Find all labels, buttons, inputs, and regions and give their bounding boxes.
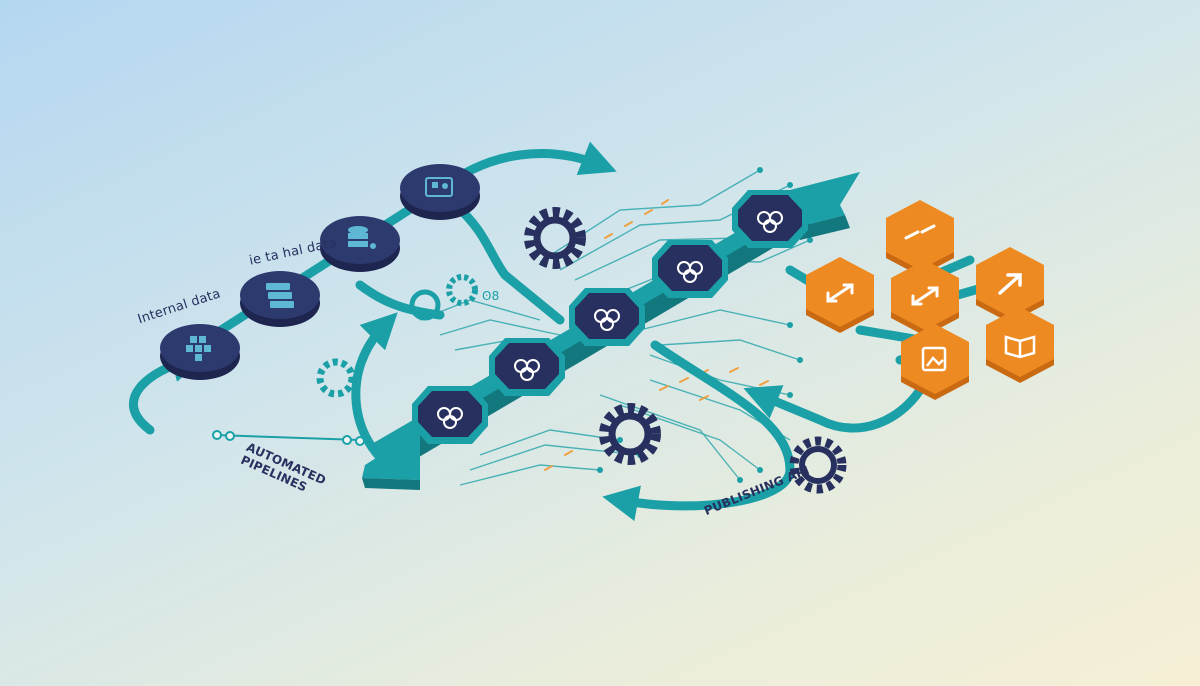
link-icon <box>594 309 620 331</box>
data-source-2 <box>240 271 320 327</box>
data-sparks <box>544 199 769 471</box>
pipeline-node-3 <box>569 288 645 346</box>
data-sources <box>160 164 480 380</box>
gear-icon <box>316 358 356 398</box>
double-arrow-icon <box>904 224 936 240</box>
database-icon <box>348 226 376 249</box>
grid-icon <box>186 336 211 361</box>
output-tile-1 <box>886 200 954 276</box>
dotted-track-left <box>212 430 365 446</box>
pipeline-node-1 <box>412 386 488 444</box>
gear-icon <box>446 274 478 306</box>
data-source-3 <box>320 216 400 272</box>
gear-icon <box>789 436 847 494</box>
pipeline-node-5 <box>732 190 808 248</box>
gear-icon <box>409 289 441 321</box>
output-tile-6 <box>986 307 1054 383</box>
data-source-1 <box>160 324 240 380</box>
arrow-up-right-icon <box>998 273 1022 295</box>
gears <box>316 207 847 494</box>
pipeline-node-2 <box>489 338 565 396</box>
stack-icon <box>266 283 294 308</box>
data-source-4 <box>400 164 480 220</box>
circuit-lines <box>419 169 811 486</box>
output-tiles <box>806 200 1054 400</box>
pipeline-node-4 <box>652 240 728 298</box>
output-tile-4 <box>976 247 1044 323</box>
label-small-marks: ʘ8 <box>482 289 500 303</box>
book-icon <box>1004 335 1036 359</box>
swap-arrow-icon <box>911 286 939 306</box>
link-icon <box>514 359 540 381</box>
output-tile-5 <box>901 324 969 400</box>
link-icon <box>757 211 783 233</box>
swap-arrow-icon <box>826 283 854 303</box>
gear-icon <box>599 403 661 465</box>
pipeline-nodes <box>412 190 808 444</box>
server-icon <box>425 177 453 197</box>
link-icon <box>677 261 703 283</box>
gear-icon <box>524 207 586 269</box>
output-tile-3 <box>891 260 959 336</box>
link-icon <box>437 407 463 429</box>
media-icon <box>921 346 947 372</box>
output-tile-2 <box>806 257 874 333</box>
